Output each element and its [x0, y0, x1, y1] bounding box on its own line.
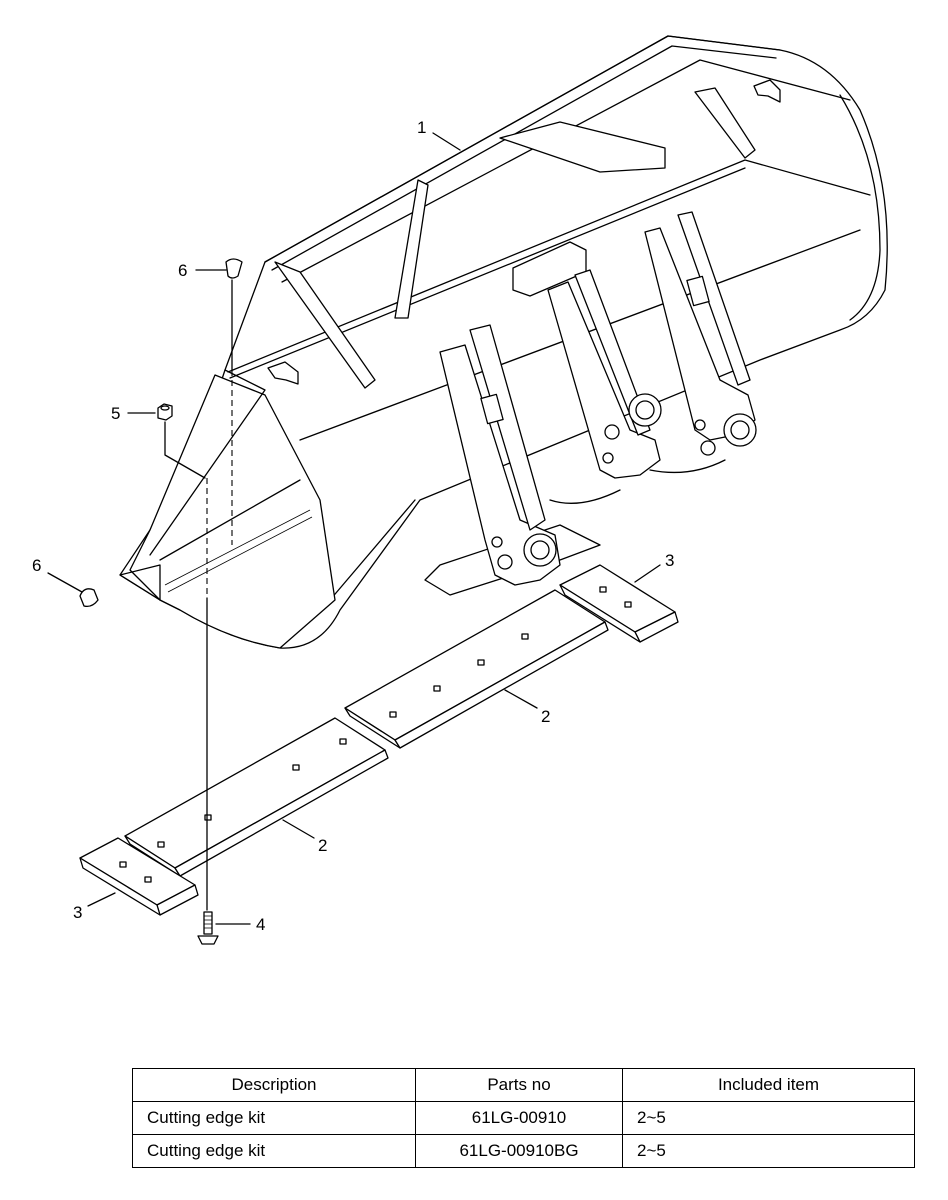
- bolt: [197, 911, 219, 945]
- callout-4: 4: [256, 915, 265, 934]
- table-row: Cutting edge kit 61LG-00910 2~5: [132, 1101, 915, 1135]
- callout-3-right: 3: [665, 551, 674, 570]
- callout-5: 5: [111, 404, 120, 423]
- cell-description: Cutting edge kit: [132, 1134, 416, 1168]
- bucket: [119, 35, 888, 649]
- cutting-edge-segments: [124, 589, 609, 877]
- end-bits: [79, 564, 679, 916]
- callout-2-upper: 2: [541, 707, 550, 726]
- plug-side: [79, 588, 99, 608]
- parts-table: Description Parts no Included item Cutti…: [132, 1068, 915, 1168]
- header-description: Description: [132, 1068, 416, 1102]
- callout-2-lower: 2: [318, 836, 327, 855]
- callout-1: 1: [417, 118, 426, 137]
- callout-3-left: 3: [73, 903, 82, 922]
- table-row: Cutting edge kit 61LG-00910BG 2~5: [132, 1134, 915, 1168]
- table-header-row: Description Parts no Included item: [132, 1068, 915, 1102]
- exploded-parts-diagram: 1 2 2 3 3 4 5 6 6: [32, 35, 888, 945]
- header-parts-no: Parts no: [415, 1068, 623, 1102]
- nut-leader: [164, 421, 206, 479]
- cell-parts-no: 61LG-00910: [415, 1101, 623, 1135]
- plug-top: [225, 258, 243, 279]
- cell-included-item: 2~5: [622, 1134, 915, 1168]
- cell-description: Cutting edge kit: [132, 1101, 416, 1135]
- nut: [157, 403, 173, 421]
- header-included-item: Included item: [622, 1068, 915, 1102]
- callout-6-side: 6: [32, 556, 41, 575]
- callout-6-top: 6: [178, 261, 187, 280]
- cell-included-item: 2~5: [622, 1101, 915, 1135]
- cell-parts-no: 61LG-00910BG: [415, 1134, 623, 1168]
